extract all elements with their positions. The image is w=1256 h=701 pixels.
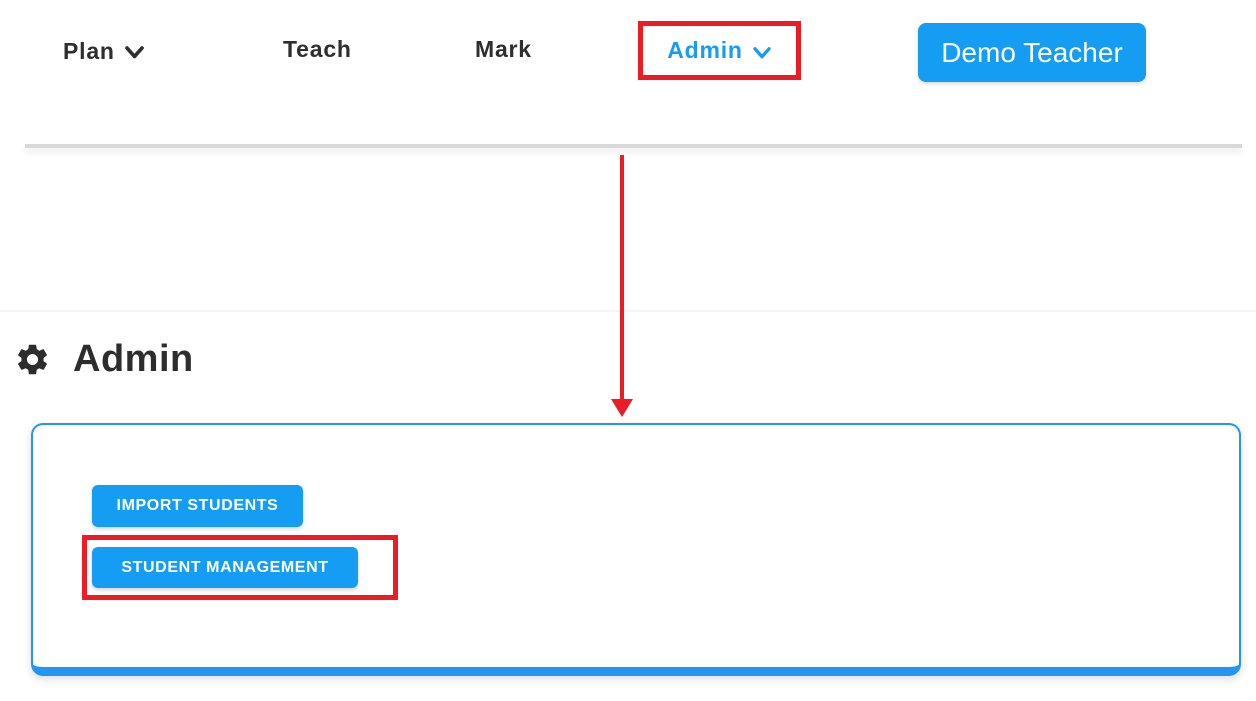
nav-item-admin[interactable]: Admin xyxy=(667,36,772,66)
chevron-down-icon xyxy=(124,39,145,66)
annotation-arrow-head-icon xyxy=(611,399,633,417)
annotation-arrow-line xyxy=(620,155,624,400)
nav-item-mark[interactable]: Mark xyxy=(475,36,532,63)
chevron-down-icon xyxy=(752,39,772,66)
nav-item-plan[interactable]: Plan xyxy=(63,36,145,66)
section-divider xyxy=(0,310,1256,312)
page-title: Admin xyxy=(73,338,194,380)
nav-mark-label: Mark xyxy=(475,36,532,62)
nav-teach-label: Teach xyxy=(283,36,352,62)
gear-icon xyxy=(18,344,47,375)
admin-nav-highlight-box: Admin xyxy=(638,21,801,80)
page-heading-row: Admin xyxy=(14,338,194,381)
import-students-button[interactable]: IMPORT STUDENTS xyxy=(92,485,303,527)
header-divider xyxy=(25,144,1242,148)
nav-item-teach[interactable]: Teach xyxy=(283,36,352,63)
nav-admin-label: Admin xyxy=(667,37,743,63)
nav-plan-label: Plan xyxy=(63,37,115,64)
student-management-button[interactable]: STUDENT MANAGEMENT xyxy=(92,547,358,588)
user-account-button[interactable]: Demo Teacher xyxy=(918,23,1146,82)
